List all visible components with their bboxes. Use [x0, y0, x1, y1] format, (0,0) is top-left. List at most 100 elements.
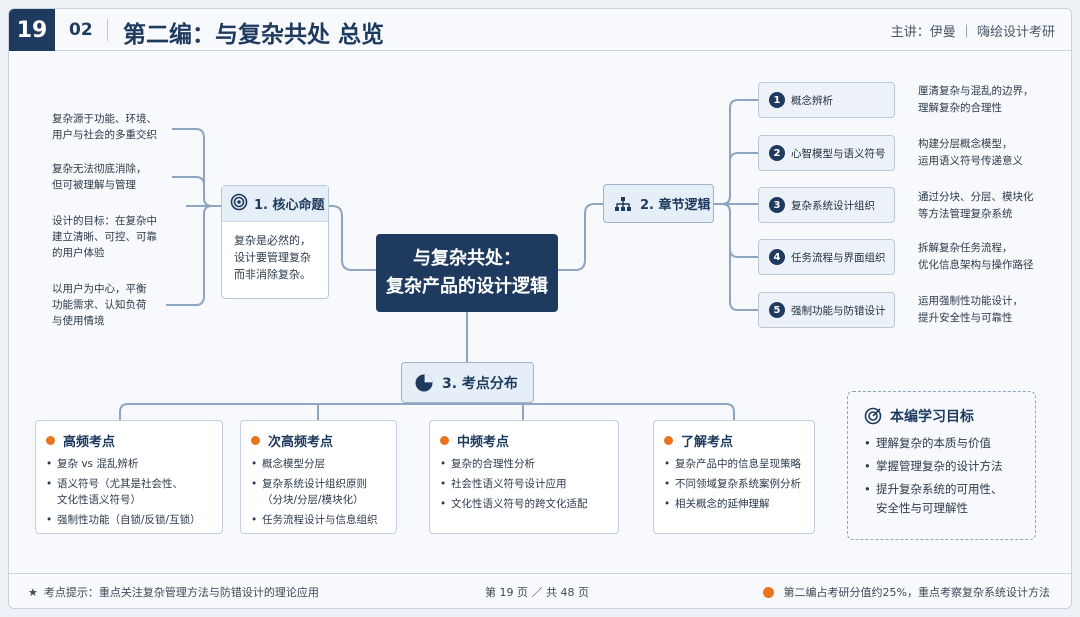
chapter-logic-label: 2. 章节逻辑	[640, 198, 711, 213]
chapter-item-2: 2 心智模型与语义符号	[758, 135, 895, 171]
exam-card-high: 高频考点 复杂 vs 混乱辨析 语义符号（尤其是社会性、 文化性语义符号） 强制…	[35, 420, 223, 534]
note-line: 的用户体验	[52, 247, 105, 259]
chapter-desc-2: 构建分层概念模型， 运用语义符号传递意义	[918, 136, 1068, 170]
note-line: 复杂无法彻底消除，	[52, 163, 147, 175]
chapter-item-label: 任务流程与界面组织	[791, 251, 886, 264]
exam-card-mid: 中频考点 复杂的合理性分析 社会性语义符号设计应用 文化性语义符号的跨文化适配	[429, 420, 619, 534]
exam-card-item: 相关概念的延伸理解	[664, 496, 804, 512]
desc-line: 提升安全性与可靠性	[918, 312, 1013, 324]
orange-dot-icon	[762, 586, 774, 598]
core-note-2: 复杂无法彻底消除， 但可被理解与管理	[52, 161, 182, 193]
desc-line: 通过分块、分层、模块化	[918, 191, 1034, 203]
exam-card-item: 复杂 vs 混乱辨析	[46, 456, 212, 472]
desc-line: 理解复杂的合理性	[918, 102, 1002, 114]
desc-line: 优化信息架构与操作路径	[918, 259, 1034, 271]
chapter-item-4: 4 任务流程与界面组织	[758, 239, 895, 275]
header-bar: 19 02 第二编：与复杂共处 总览 主讲：伊曼 ｜ 嗨绘设计考研	[9, 9, 1071, 51]
target-icon	[864, 407, 882, 425]
number-badge: 5	[769, 302, 785, 318]
footer-note-text: 第二编占考研分值约25%，重点考察复杂系统设计方法	[783, 586, 1050, 599]
note-line: 用户与社会的多重交织	[52, 129, 157, 141]
exam-card-awareness: 了解考点 复杂产品中的信息呈现策略 不同领域复杂系统案例分析 相关概念的延伸理解	[653, 420, 815, 534]
exam-card-item: 复杂的合理性分析	[440, 456, 608, 472]
desc-line: 厘清复杂与混乱的边界，	[918, 85, 1034, 97]
chapter-item-label: 强制功能与防错设计	[791, 304, 886, 317]
chapter-item-1: 1 概念辨析	[758, 82, 895, 118]
desc-line: 运用强制性功能设计，	[918, 295, 1023, 307]
core-note-4: 以用户为中心，平衡 功能需求、认知负荷 与使用情境	[52, 281, 182, 329]
desc-line: 构建分层概念模型，	[918, 138, 1013, 150]
chapter-desc-4: 拆解复杂任务流程， 优化信息架构与操作路径	[918, 240, 1068, 274]
core-proposition-header: 1. 核心命题	[222, 186, 328, 222]
core-note-3: 设计的目标：在复杂中 建立清晰、可控、可靠 的用户体验	[52, 213, 182, 261]
star-icon: ★	[28, 585, 38, 599]
core-body-line: 而非消除复杂。	[234, 268, 311, 281]
core-note-1: 复杂源于功能、环境、 用户与社会的多重交织	[52, 111, 182, 143]
orange-dot-icon	[664, 436, 673, 445]
note-line: 复杂源于功能、环境、	[52, 113, 157, 125]
instructor-credit: 主讲：伊曼 ｜ 嗨绘设计考研	[890, 25, 1055, 40]
desc-line: 等方法管理复杂系统	[918, 208, 1013, 220]
exam-card-item: 概念模型分层	[251, 456, 386, 472]
orange-dot-icon	[251, 436, 260, 445]
core-body-line: 设计要管理复杂	[234, 251, 311, 264]
exam-card-item: 语义符号（尤其是社会性、 文化性语义符号）	[46, 476, 212, 508]
core-proposition-body: 复杂是必然的， 设计要管理复杂 而非消除复杂。	[222, 222, 328, 283]
note-line: 建立清晰、可控、可靠	[52, 231, 157, 243]
learning-goal-item: 提升复杂系统的可用性、 安全性与可理解性	[864, 480, 1019, 518]
exam-card-item: 文化性语义符号的跨文化适配	[440, 496, 608, 512]
chapter-desc-5: 运用强制性功能设计， 提升安全性与可靠性	[918, 293, 1068, 327]
chapter-desc-3: 通过分块、分层、模块化 等方法管理复杂系统	[918, 189, 1068, 223]
learning-goals-box: 本编学习目标 理解复杂的本质与价值 掌握管理复杂的设计方法 提升复杂系统的可用性…	[847, 391, 1036, 540]
note-line: 与使用情境	[52, 315, 105, 327]
exam-card-item: 复杂系统设计组织原则 （分块/分层/模块化）	[251, 476, 386, 508]
chapter-item-label: 复杂系统设计组织	[791, 199, 875, 212]
pie-chart-icon	[414, 373, 434, 393]
desc-line: 拆解复杂任务流程，	[918, 242, 1013, 254]
chapter-logic-node: 2. 章节逻辑	[603, 184, 714, 223]
footer-bar: ★ 考点提示：重点关注复杂管理方法与防错设计的理论应用 第 19 页 ／ 共 4…	[8, 573, 1072, 609]
core-proposition-label: 1. 核心命题	[254, 198, 325, 213]
chapter-item-label: 概念辨析	[791, 94, 833, 107]
exam-card-item: 任务流程设计与信息组织	[251, 512, 386, 528]
note-line: 设计的目标：在复杂中	[52, 215, 157, 227]
orange-dot-icon	[440, 436, 449, 445]
exam-card-item: 不同领域复杂系统案例分析	[664, 476, 804, 492]
exam-card-item: 复杂产品中的信息呈现策略	[664, 456, 804, 472]
footer-tip: ★ 考点提示：重点关注复杂管理方法与防错设计的理论应用	[28, 584, 319, 600]
exam-card-item: 社会性语义符号设计应用	[440, 476, 608, 492]
chapter-item-3: 3 复杂系统设计组织	[758, 187, 895, 223]
exam-card-second-high: 次高频考点 概念模型分层 复杂系统设计组织原则 （分块/分层/模块化） 任务流程…	[240, 420, 397, 534]
chapter-item-label: 心智模型与语义符号	[791, 147, 886, 160]
exam-card-item: 强制性功能（自锁/反锁/互锁）	[46, 512, 212, 528]
footer-tip-text: 考点提示：重点关注复杂管理方法与防错设计的理论应用	[43, 586, 319, 599]
footer-page-indicator: 第 19 页 ／ 共 48 页	[485, 586, 589, 599]
note-line: 但可被理解与管理	[52, 179, 136, 191]
exam-card-title: 中频考点	[457, 435, 510, 450]
note-line: 功能需求、认知负荷	[52, 299, 147, 311]
central-topic-line2: 复杂产品的设计逻辑	[386, 276, 548, 297]
desc-line: 运用语义符号传递意义	[918, 155, 1023, 167]
exam-card-title: 次高频考点	[268, 435, 334, 450]
learning-goal-item: 掌握管理复杂的设计方法	[864, 457, 1019, 476]
header-divider	[107, 19, 108, 41]
note-line: 以用户为中心，平衡	[52, 283, 147, 295]
core-body-line: 复杂是必然的，	[234, 234, 311, 247]
core-proposition-card: 1. 核心命题 复杂是必然的， 设计要管理复杂 而非消除复杂。	[221, 185, 329, 299]
hierarchy-icon	[614, 196, 632, 212]
learning-goals-title: 本编学习目标	[890, 409, 974, 425]
exam-card-title: 高频考点	[63, 435, 116, 450]
central-topic-line1: 与复杂共处：	[413, 248, 521, 269]
learning-goal-item: 理解复杂的本质与价值	[864, 434, 1019, 453]
number-badge: 2	[769, 145, 785, 161]
exam-distribution-node: 3. 考点分布	[401, 362, 534, 403]
target-icon	[230, 193, 248, 215]
chapter-item-5: 5 强制功能与防错设计	[758, 292, 895, 328]
page-number-badge: 19	[9, 9, 55, 51]
exam-distribution-label: 3. 考点分布	[442, 375, 518, 392]
page-title: 第二编：与复杂共处 总览	[123, 22, 385, 48]
orange-dot-icon	[46, 436, 55, 445]
exam-card-title: 了解考点	[681, 435, 734, 450]
number-badge: 3	[769, 197, 785, 213]
